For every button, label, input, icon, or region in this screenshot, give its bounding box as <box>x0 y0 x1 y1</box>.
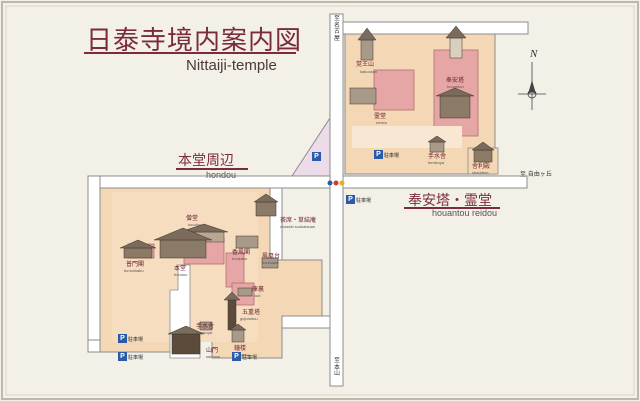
houkaku-icon <box>235 235 259 249</box>
roman-houkaku: houkaku <box>232 256 248 261</box>
sharidem-icon <box>471 141 495 163</box>
chaseki-icon <box>253 193 279 217</box>
title-underline <box>84 52 296 54</box>
direction-south: 至 本山 <box>333 357 340 378</box>
parking-icon-6: P <box>232 352 241 361</box>
kakuozan-icon <box>357 27 377 61</box>
junction-dot-red <box>333 180 339 186</box>
page-subtitle: Nittaiji-temple <box>186 57 277 74</box>
label-gojunotou: 五重塔 <box>242 309 261 316</box>
roman-kuri: kuri <box>254 293 261 298</box>
junction-dot-blue <box>327 180 333 186</box>
temizuya-icon-2 <box>199 321 213 331</box>
parking-icon-4: P <box>118 334 127 343</box>
parking-label-3: 駐車場 <box>356 198 372 204</box>
area-roman-hoantou: houantou reidou <box>432 208 498 218</box>
roman-temizuya-1: temizuya <box>428 160 445 165</box>
roman-temizuya-2: temizuya <box>196 330 213 335</box>
area-label-hoantou: 奉安塔・霊堂 <box>408 193 492 209</box>
shourou-icon <box>229 323 247 343</box>
roman-soudou: soudou <box>188 222 202 227</box>
hoantou-gate-icon <box>435 87 475 119</box>
label-temizuya-1: 手水舎 <box>428 153 447 160</box>
road-west-vertical <box>87 175 101 353</box>
parking-icon-1: P <box>312 152 321 161</box>
compass-north-label: N <box>530 48 538 60</box>
parking-icon-2: P <box>374 150 383 159</box>
compass-icon <box>518 62 546 110</box>
label-kuri: 庫裏 <box>252 286 265 293</box>
page-title: 日泰寺境内案内図 <box>86 26 303 56</box>
building-illustrations <box>119 25 495 355</box>
hououdai-icon <box>261 257 279 269</box>
hoantou-icon <box>445 25 467 59</box>
roman-sharidem: sharidem <box>472 170 489 175</box>
approach-plaza <box>291 116 331 177</box>
label-soudou: 僧堂 <box>186 215 199 222</box>
label-chaseki: 茶席・草結庵 <box>280 217 317 224</box>
label-kakuozan: 覚王山 <box>356 61 375 68</box>
roman-reidou: reidou <box>376 120 388 125</box>
road-east <box>342 175 528 189</box>
roman-hououdai: hououdai <box>262 260 279 265</box>
hondou-icon <box>153 227 213 259</box>
roman-chaseki: chaseki soukatsuan <box>280 224 316 229</box>
area-roman-hondou: hondou <box>206 170 237 180</box>
fumonkaku-icon <box>119 239 157 259</box>
label-hououdai: 鳳凰台 <box>262 253 281 260</box>
temizuya-icon-1 <box>427 135 447 153</box>
parking-label-4: 駐車場 <box>128 337 144 343</box>
parking-label-2: 駐車場 <box>384 153 400 159</box>
label-sharidem: 舎利殿 <box>472 163 491 170</box>
label-houkaku: 香鳳閣 <box>232 249 251 256</box>
direction-north: 至 名古屋 <box>333 15 340 42</box>
parking-icon-5: P <box>118 352 127 361</box>
area-underline-hoantou <box>404 207 500 209</box>
area-label-hondou: 本堂周辺 <box>178 153 234 169</box>
direction-east: 至 自由ヶ丘 <box>520 171 552 178</box>
area-underline-hondou <box>176 168 248 170</box>
road-top <box>342 21 529 35</box>
roman-hoantou: houantou <box>447 84 464 89</box>
roman-kakuozan: kakuozan <box>360 69 378 74</box>
label-fumonkaku: 普門閣 <box>126 261 145 268</box>
label-sanmon: 山門 <box>206 347 219 354</box>
roman-sanmon: sanmon <box>206 354 221 359</box>
reidou-block <box>373 69 415 111</box>
parking-label-5: 駐車場 <box>128 355 144 361</box>
road-bottom-right <box>281 315 331 329</box>
junction-dot-yellow <box>339 180 345 186</box>
kuri-icon <box>237 287 253 297</box>
parking-icon-3: P <box>346 195 355 204</box>
label-hoantou: 奉安塔 <box>446 77 465 84</box>
roman-fumonkaku: fumonkaku <box>124 268 144 273</box>
sanmon-icon <box>167 325 205 355</box>
label-hondou: 本堂 <box>174 265 187 272</box>
label-reidou: 霊堂 <box>374 113 387 120</box>
parking-label-6: 駐車場 <box>242 355 258 361</box>
roman-shourou: shourou <box>234 352 249 357</box>
roman-hondou: hondou <box>174 272 188 277</box>
reidou-icon <box>349 87 377 105</box>
label-temizuya-2: 手水舎 <box>196 323 215 330</box>
road-north-south <box>329 13 344 387</box>
label-shourou: 鐘楼 <box>234 345 247 352</box>
roman-gojunotou: gojunotou <box>240 316 258 321</box>
